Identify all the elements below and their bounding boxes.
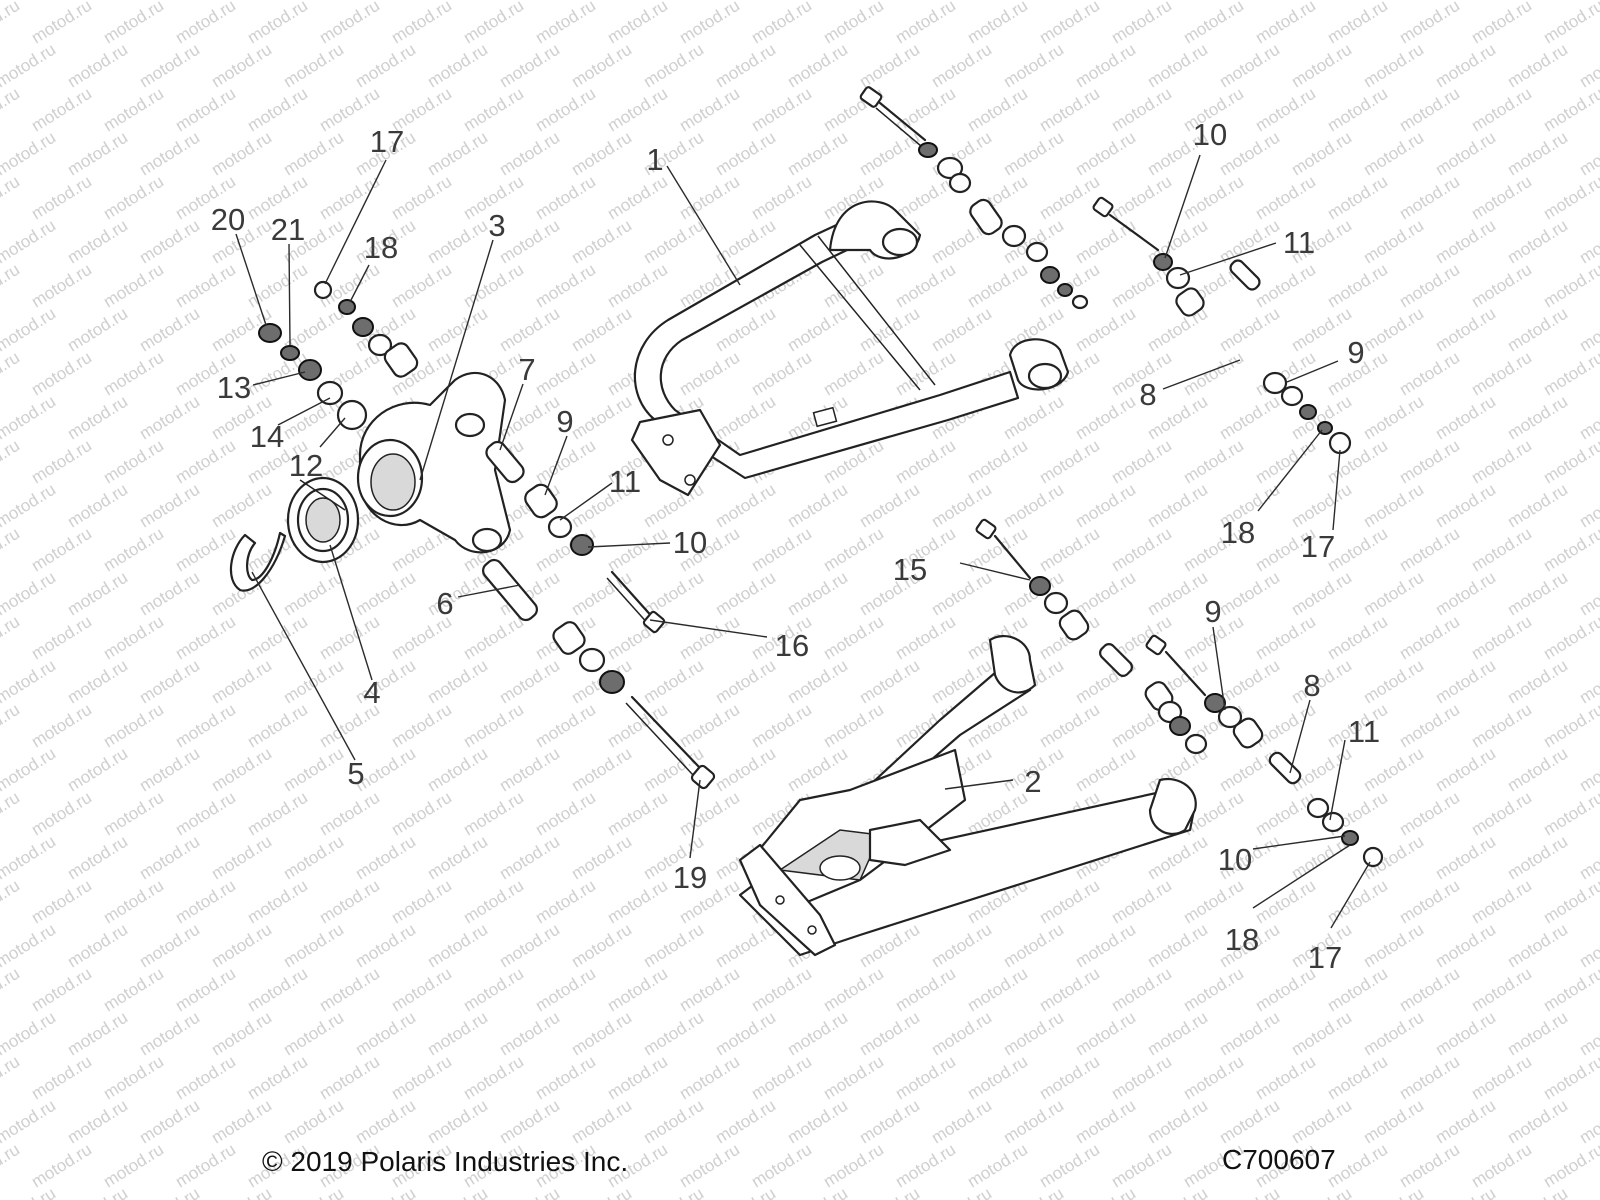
callout-1: 1 — [646, 142, 663, 177]
callout-12: 12 — [289, 448, 323, 483]
callout-8-lower: 8 — [1303, 668, 1320, 703]
upper-control-arm — [630, 200, 1070, 497]
hardware — [258, 86, 1384, 868]
callout-19: 19 — [673, 860, 707, 895]
callout-17-right: 17 — [1301, 529, 1335, 564]
callout-11-upper-right: 11 — [1283, 225, 1315, 260]
callout-9-lower: 9 — [1204, 594, 1221, 629]
callout-11-lower-right: 11 — [1348, 714, 1380, 749]
callout-6: 6 — [436, 586, 453, 621]
callout-18-right: 18 — [1221, 515, 1255, 550]
callout-13: 13 — [217, 370, 251, 405]
callout-2: 2 — [1024, 764, 1041, 799]
callout-21: 21 — [271, 212, 305, 247]
callout-14: 14 — [250, 419, 284, 454]
callout-17-upper-left: 17 — [370, 124, 404, 159]
callout-3: 3 — [488, 208, 505, 243]
callout-7: 7 — [518, 352, 535, 387]
callouts: 1 2 3 4 5 6 7 8 8 9 9 9 10 10 10 11 11 1… — [211, 117, 1380, 975]
callout-11-center: 11 — [609, 464, 641, 499]
wheel-bearing — [286, 476, 360, 564]
bearing-carrier — [356, 371, 512, 554]
callout-20: 20 — [211, 202, 245, 237]
drawing-code: C700607 — [1222, 1144, 1336, 1175]
callout-9-center: 9 — [556, 404, 573, 439]
callout-15: 15 — [893, 552, 927, 587]
callout-17-lower-right: 17 — [1308, 940, 1342, 975]
callout-9-upper-right: 9 — [1347, 335, 1364, 370]
callout-18-upper-left: 18 — [364, 230, 398, 265]
leader-lines — [235, 154, 1371, 929]
copyright-notice: © 2019 Polaris Industries Inc. — [262, 1146, 629, 1177]
callout-4: 4 — [363, 675, 380, 710]
callout-8-upper: 8 — [1139, 377, 1156, 412]
snap-ring — [229, 531, 287, 592]
callout-10-lower-right: 10 — [1218, 842, 1252, 877]
callout-16: 16 — [775, 628, 809, 663]
callout-10-center: 10 — [673, 525, 707, 560]
callout-18-lower-right: 18 — [1225, 922, 1259, 957]
callout-10-upper-right: 10 — [1193, 117, 1227, 152]
callout-5: 5 — [347, 756, 364, 791]
lower-control-arm — [738, 635, 1197, 957]
